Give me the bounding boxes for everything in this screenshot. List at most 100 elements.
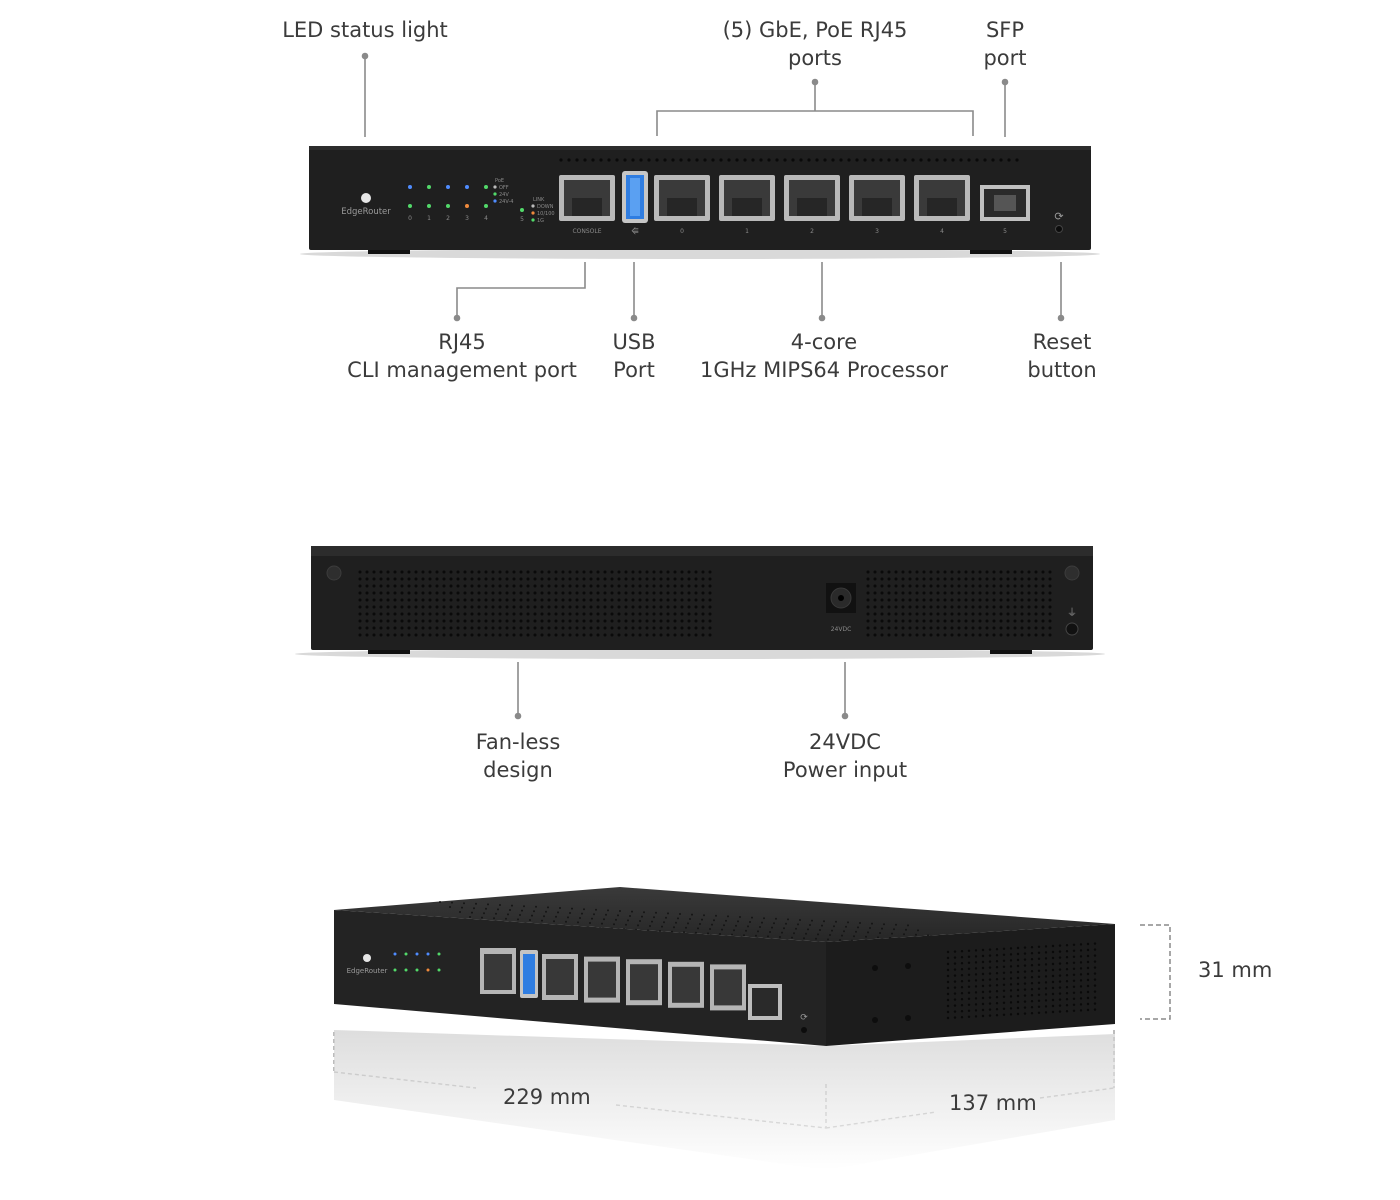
vent-hole [763,917,765,920]
vent-hole [964,591,968,595]
perspective-usb-port [520,950,538,998]
vent-hole [749,921,751,923]
vent-hole [1013,598,1017,602]
vent-hole [477,612,481,616]
vent-hole [866,598,870,602]
vent-hole [1027,584,1031,588]
vent-hole [1079,955,1083,958]
vent-hole [1006,626,1010,630]
vent-hole [880,591,884,595]
vent-hole [498,626,502,630]
ethernet-port-3[interactable] [849,175,905,221]
vent-hole [953,992,957,995]
vent-hole [695,931,697,934]
vent-hole [964,612,968,616]
vent-hole [603,619,607,623]
vent-hole [638,570,642,574]
vent-hole [1037,957,1041,960]
vent-hole [951,158,955,162]
vent-hole [428,626,432,630]
vent-hole [1086,996,1090,1000]
vent-hole [554,612,558,616]
power-jack[interactable] [826,583,856,613]
vent-hole [679,913,681,915]
vent-hole [873,626,877,630]
vent-hole [680,633,684,637]
vent-hole [960,950,964,953]
vent-hole [895,923,897,926]
vent-hole [1065,968,1069,971]
vent-hole [1016,994,1020,998]
vent-hole [603,598,607,602]
vent-hole [855,158,859,162]
vent-hole [386,598,390,602]
vent-hole [568,633,572,637]
vent-hole [533,570,537,574]
vent-hole [1020,626,1024,630]
vent-hole [533,619,537,623]
ethernet-port-1[interactable] [719,175,775,221]
vent-hole [484,577,488,581]
vent-hole [596,605,600,609]
reset-button[interactable] [1055,225,1063,233]
vent-hole [1041,626,1045,630]
vent-hole [421,633,425,637]
vent-hole [365,619,369,623]
vent-hole [974,985,978,988]
vent-hole [761,921,763,924]
sfp-port[interactable] [980,185,1030,221]
vent-hole [769,931,771,933]
vent-hole [407,598,411,602]
vent-hole [1058,980,1062,983]
vent-hole [922,626,926,630]
vent-hole [908,619,912,623]
vent-hole [887,584,891,588]
vent-hole [540,605,544,609]
usb-port[interactable] [622,171,648,223]
ethernet-port-4[interactable] [914,175,970,221]
ethernet-port-0[interactable] [654,175,710,221]
vent-hole [617,591,621,595]
vent-hole [767,158,771,162]
vent-hole [905,928,907,931]
vent-hole [946,956,950,960]
vent-hole [1009,989,1013,992]
vent-hole [1044,987,1048,990]
vent-hole [1044,945,1048,948]
vent-hole [1009,1013,1013,1016]
vent-hole [831,929,833,932]
vent-hole [1072,961,1076,964]
vent-hole [379,591,383,595]
top-face [334,887,1115,942]
vent-hole [1086,978,1090,982]
vent-hole [887,626,891,630]
vent-hole [922,584,926,588]
vent-hole [663,921,665,924]
vent-hole [652,626,656,630]
vent-hole [1065,944,1069,947]
vent-hole [978,605,982,609]
ethernet-port-2[interactable] [784,175,840,221]
vent-hole [946,992,950,996]
vent-hole [1030,976,1034,979]
vent-hole [449,619,453,623]
vent-hole [827,938,829,941]
vent-hole [526,605,530,609]
vent-hole [505,570,509,574]
vent-hole [1006,570,1010,574]
vent-hole [571,907,573,910]
vent-hole [936,605,940,609]
console-port[interactable] [559,175,615,221]
vent-hole [880,584,884,588]
legend-text: 24V [499,192,509,198]
vent-hole [971,591,975,595]
vent-hole [1030,1006,1034,1009]
vent-hole [893,928,895,931]
vent-hole [727,915,729,918]
vent-hole [484,591,488,595]
vent-hole [449,570,453,574]
vent-hole [708,584,712,588]
vent-hole [575,633,579,637]
vent-hole [469,916,471,918]
vent-hole [903,933,905,936]
